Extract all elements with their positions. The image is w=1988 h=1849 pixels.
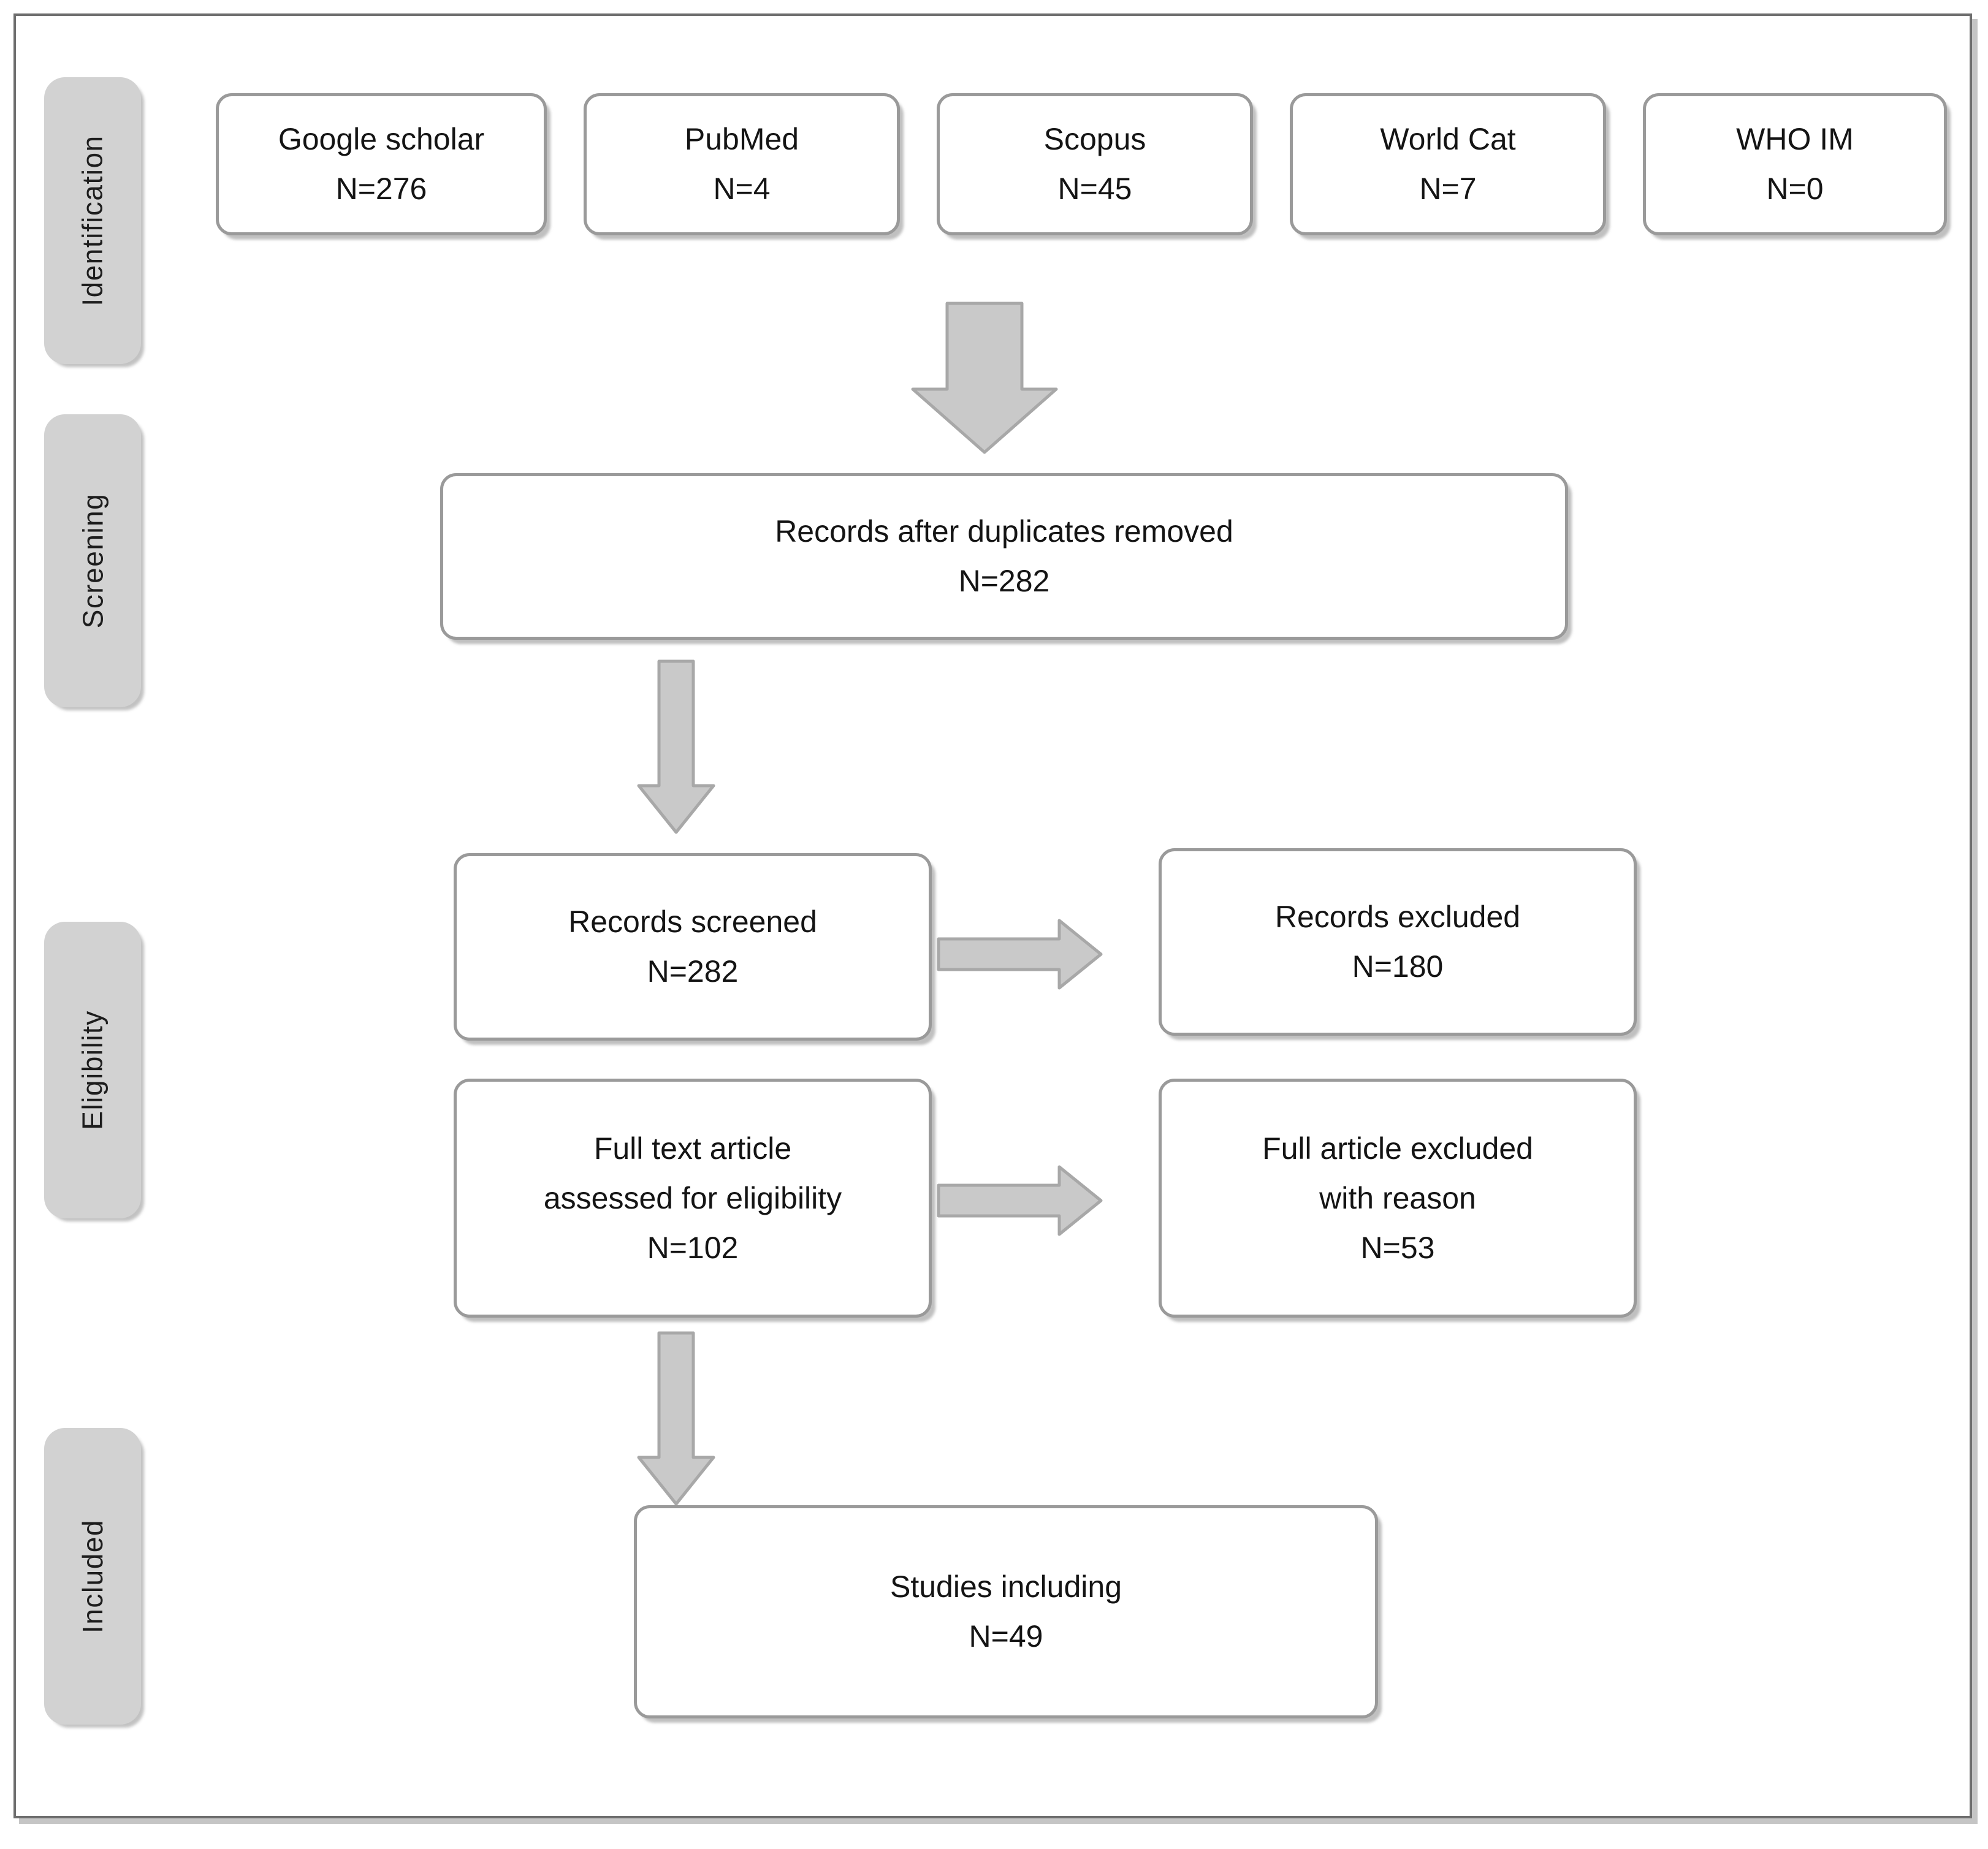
box-count: N=53 — [1360, 1230, 1435, 1265]
box-label-line2: with reason — [1319, 1180, 1476, 1215]
box-label: Records excluded — [1274, 900, 1521, 934]
box-records-screened: Records screened N=282 — [454, 853, 932, 1041]
source-count: N=4 — [713, 172, 771, 206]
box-full-article-excluded: Full article excluded with reason N=53 — [1159, 1079, 1637, 1318]
box-count: N=282 — [958, 564, 1050, 598]
box-count: N=180 — [1352, 949, 1444, 984]
arrow-down-eligibility-to-included — [636, 1331, 716, 1506]
stage-label-text: Eligibility — [77, 1010, 109, 1130]
box-studies-including: Studies including N=49 — [634, 1505, 1378, 1718]
stage-label-identification: Identification — [44, 77, 141, 364]
source-name: Scopus — [1043, 122, 1146, 156]
arrow-down-screening-to-eligibility — [636, 659, 716, 835]
source-box-world-cat: World Cat N=7 — [1290, 93, 1606, 235]
box-label: Studies including — [889, 1570, 1122, 1604]
box-label-line1: Full article excluded — [1262, 1131, 1533, 1166]
source-name: PubMed — [684, 122, 799, 156]
source-box-google-scholar: Google scholar N=276 — [216, 93, 547, 235]
box-label: Records after duplicates removed — [775, 514, 1233, 549]
box-records-excluded: Records excluded N=180 — [1159, 848, 1637, 1036]
stage-label-eligibility: Eligibility — [44, 922, 141, 1218]
stage-label-screening: Screening — [44, 414, 141, 707]
box-count: N=282 — [647, 954, 739, 989]
source-count: N=0 — [1766, 172, 1824, 206]
stage-label-included: Included — [44, 1428, 141, 1725]
arrow-right-records-excluded — [937, 918, 1103, 990]
stage-label-text: Identification — [77, 135, 109, 306]
source-box-pubmed: PubMed N=4 — [584, 93, 900, 235]
source-box-who-im: WHO IM N=0 — [1643, 93, 1947, 235]
source-count: N=45 — [1057, 172, 1132, 206]
arrow-right-full-article-excluded — [937, 1164, 1103, 1237]
stage-label-text: Included — [77, 1519, 109, 1633]
source-name: World Cat — [1380, 122, 1516, 156]
source-box-scopus: Scopus N=45 — [937, 93, 1253, 235]
box-label-line1: Full text article — [593, 1131, 792, 1166]
source-count: N=7 — [1419, 172, 1477, 206]
box-label-line2: assessed for eligibility — [543, 1180, 842, 1215]
box-full-text-assessed: Full text article assessed for eligibili… — [454, 1079, 932, 1318]
source-name: WHO IM — [1736, 122, 1854, 156]
arrow-down-identification-to-screening — [909, 302, 1060, 455]
box-count: N=49 — [969, 1619, 1043, 1653]
box-label: Records screened — [568, 905, 817, 939]
source-name: Google scholar — [278, 122, 485, 156]
source-count: N=276 — [335, 172, 427, 206]
box-records-after-duplicates-removed: Records after duplicates removed N=282 — [440, 473, 1568, 640]
stage-label-text: Screening — [77, 493, 109, 629]
box-count: N=102 — [647, 1230, 739, 1265]
